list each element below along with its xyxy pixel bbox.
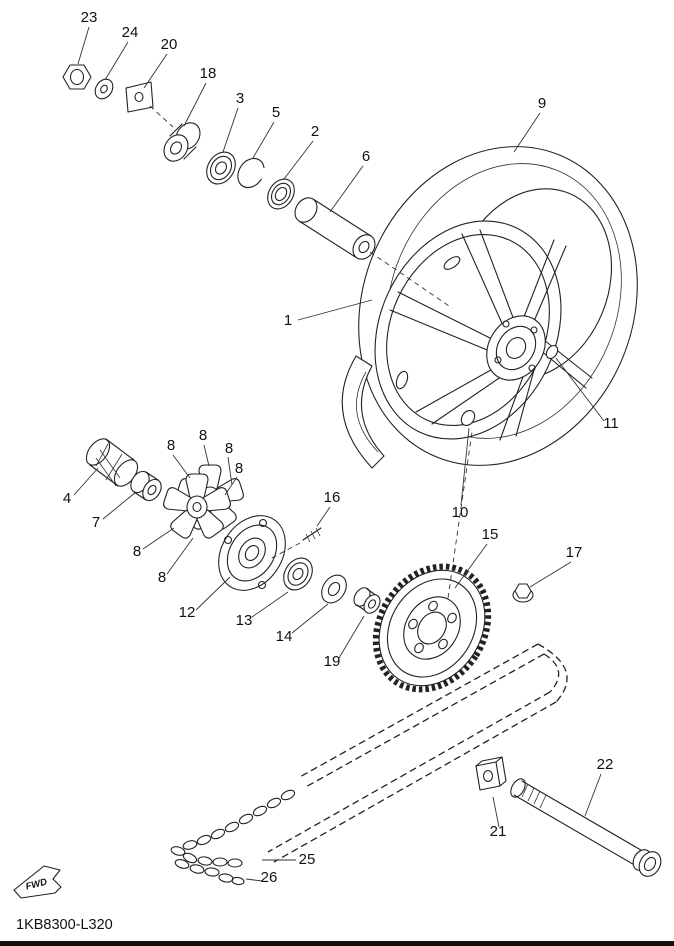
tire-section-cut — [341, 355, 385, 469]
wheel-hub — [486, 315, 546, 381]
tire-section-line — [356, 371, 379, 453]
page-bottom-edge — [0, 941, 674, 946]
rear-sprocket — [372, 563, 492, 693]
part-label-26[interactable]: 26 — [261, 869, 278, 886]
part-label-22[interactable]: 22 — [597, 756, 614, 773]
part-label-15[interactable]: 15 — [482, 526, 499, 543]
axle-hardware-row — [62, 64, 453, 309]
part-label-16[interactable]: 16 — [324, 489, 341, 506]
part-label-17[interactable]: 17 — [566, 544, 583, 561]
circlip — [237, 157, 265, 189]
part-label-20[interactable]: 20 — [161, 36, 178, 53]
part-label-23[interactable]: 23 — [81, 9, 98, 26]
fwd-arrow-icon — [13, 865, 62, 899]
diagram-code: 1KB8300-L320 — [16, 917, 113, 933]
damper-collar — [130, 470, 162, 502]
rim-slot — [395, 370, 409, 390]
wheel-rim-outer — [374, 220, 562, 440]
hub-spacer-right — [545, 344, 559, 360]
part-label-13[interactable]: 13 — [236, 612, 253, 629]
assembly-axis-dash — [149, 105, 174, 128]
part-label-18[interactable]: 18 — [200, 65, 217, 82]
part-label-7[interactable]: 7 — [92, 514, 100, 531]
drive-chain — [170, 643, 568, 886]
part-label-8-1[interactable]: 8 — [167, 437, 175, 454]
part-label-4[interactable]: 4 — [63, 490, 71, 507]
part-label-11[interactable]: 11 — [603, 415, 619, 432]
chain-link-cluster — [170, 789, 296, 877]
collar — [163, 122, 201, 162]
fwd-marker: FWD — [13, 865, 62, 899]
wheel-bearing-right — [267, 178, 295, 210]
part-label-8-6[interactable]: 8 — [158, 569, 166, 586]
axle-nut — [62, 64, 92, 90]
part-label-25[interactable]: 25 — [299, 851, 316, 868]
hub-bearing — [283, 557, 313, 591]
part-label-8-2[interactable]: 8 — [199, 427, 207, 444]
part-label-14[interactable]: 14 — [276, 628, 293, 645]
part-label-3[interactable]: 3 — [236, 90, 244, 107]
chain-joint-link — [218, 873, 245, 886]
part-label-10[interactable]: 10 — [452, 504, 469, 521]
part-label-21[interactable]: 21 — [490, 823, 507, 840]
chain-puller-plate — [125, 81, 154, 113]
stud-bolt — [269, 527, 322, 560]
sprocket-hub — [218, 515, 286, 591]
washer — [94, 78, 114, 100]
hub-spacer-left — [460, 409, 476, 427]
part-label-5[interactable]: 5 — [272, 104, 280, 121]
damper-hub-row — [85, 438, 381, 614]
assembly-axis-dash — [447, 431, 473, 599]
chain-adjuster-block — [475, 756, 507, 791]
assembly-axis-dash — [369, 251, 453, 309]
rear-wheel — [341, 146, 638, 469]
rear-axle — [510, 778, 662, 877]
part-label-19[interactable]: 19 — [324, 653, 341, 670]
axle-spacer-tube — [294, 197, 376, 260]
part-label-8-4[interactable]: 8 — [235, 460, 243, 477]
wheel-bearing-left — [206, 151, 236, 185]
sprocket-collar — [353, 587, 381, 614]
part-label-12[interactable]: 12 — [179, 604, 196, 621]
fwd-label: FWD — [25, 877, 49, 893]
hub-dampers-front — [161, 473, 233, 541]
part-label-9[interactable]: 9 — [538, 95, 546, 112]
wheel-spokes — [389, 229, 593, 441]
part-label-8-5[interactable]: 8 — [133, 543, 141, 560]
leader-lines — [73, 26, 605, 882]
part-label-1[interactable]: 1 — [284, 312, 292, 329]
part-labels: 23 24 20 18 3 5 2 6 9 1 11 10 4 7 8 8 8 … — [63, 9, 619, 886]
oil-seal — [321, 574, 347, 604]
sprocket-nut — [512, 583, 534, 603]
part-label-2[interactable]: 2 — [311, 123, 319, 140]
rim-slot — [443, 256, 461, 270]
part-label-8-3[interactable]: 8 — [225, 440, 233, 457]
part-label-24[interactable]: 24 — [122, 24, 139, 41]
part-label-6[interactable]: 6 — [362, 148, 370, 165]
